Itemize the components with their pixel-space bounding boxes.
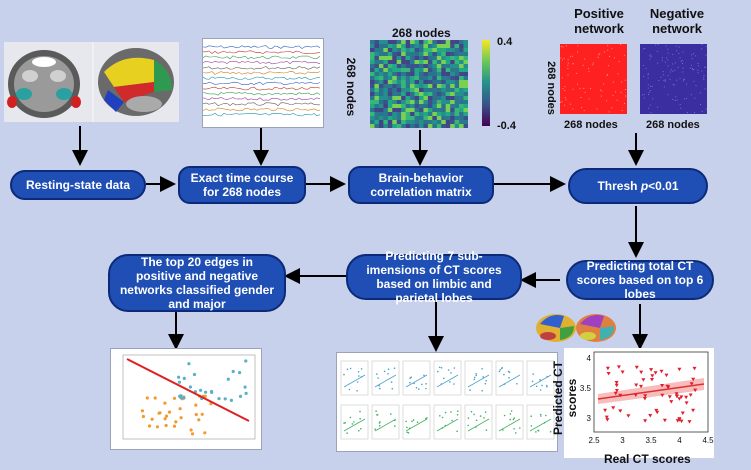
subdimension-plots (336, 352, 558, 452)
positive-network-title: Positive network (574, 6, 624, 36)
svg-text:3.5: 3.5 (645, 436, 657, 445)
positive-network-matrix (560, 44, 627, 114)
colorbar (482, 40, 490, 126)
svg-text:4: 4 (677, 436, 682, 445)
threshold-box: Thresh p<0.01 (568, 168, 708, 204)
time-course-box: Exact time course for 268 nodes (178, 166, 306, 204)
svg-text:4.5: 4.5 (702, 436, 714, 445)
svg-text:3: 3 (620, 436, 625, 445)
positive-nodes-label: 268 nodes (564, 119, 618, 131)
negative-network-title: Negative network (649, 6, 705, 36)
threshold-suffix: <0.01 (648, 179, 679, 193)
svg-text:2.5: 2.5 (588, 436, 600, 445)
colorbar-max: 0.4 (497, 36, 513, 48)
threshold-prefix: Thresh (597, 179, 641, 193)
predict-subdimensions-box: Predicting 7 sub-imensions of CT scores … (346, 249, 522, 305)
correlation-matrix (370, 40, 468, 128)
brain-mri-image (4, 42, 179, 122)
ct-xlabel: Real CT scores (604, 452, 691, 466)
brain-lobes-image (530, 306, 622, 346)
time-course-plot (202, 38, 324, 128)
predict-total-box: Predicting total CT scores based on top … (566, 259, 714, 301)
svg-text:3.5: 3.5 (580, 384, 592, 393)
svg-text:4: 4 (587, 354, 592, 363)
classification-scatter (110, 348, 262, 450)
matrix-side-label: 268 nodes (344, 57, 358, 117)
negative-nodes-label: 268 nodes (646, 119, 700, 131)
ct-ylabel: Predicted CT scores (551, 361, 579, 436)
correlation-matrix-box: Brain-behavior correlation matrix (348, 166, 494, 204)
threshold-var: p (640, 179, 649, 193)
ct-scatter-plot: 2.5 3 3.5 4 4.5 4 3.5 3 (564, 348, 714, 458)
network-side-label: 268 nodes (545, 61, 557, 115)
colorbar-min: -0.4 (497, 120, 516, 132)
resting-state-box: Resting-state data (10, 170, 146, 200)
negative-network-matrix (640, 44, 707, 114)
top-edges-box: The top 20 edges in positive and negativ… (108, 254, 286, 312)
matrix-top-label: 268 nodes (392, 26, 451, 40)
svg-text:3: 3 (587, 414, 592, 423)
